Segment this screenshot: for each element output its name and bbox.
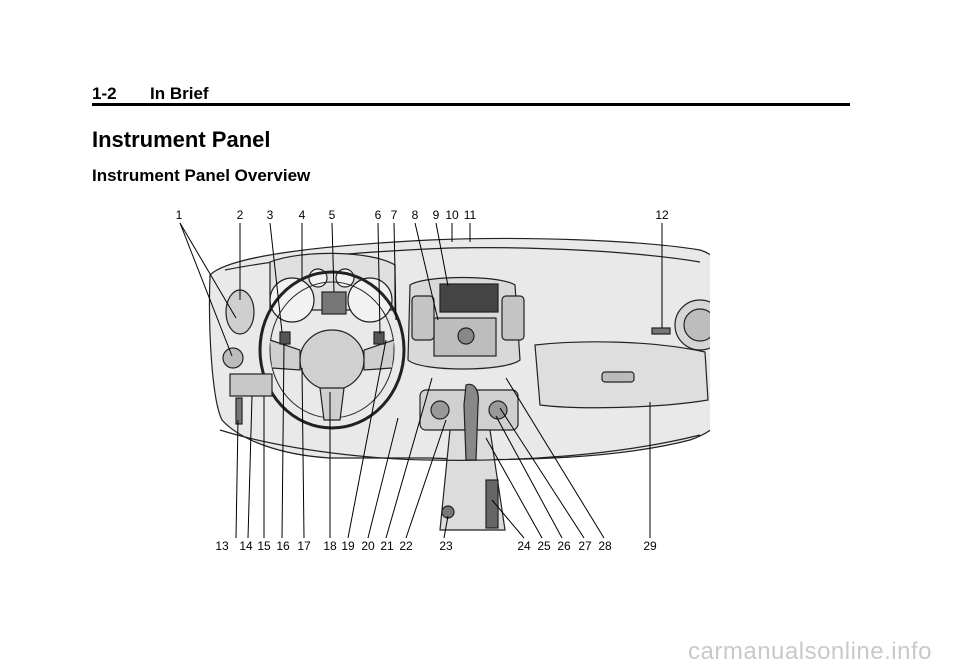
callout-26: 26 xyxy=(557,539,571,553)
right-air-vent-inner xyxy=(683,308,717,342)
steering-wheel-rim xyxy=(258,270,406,430)
callout-5: 5 xyxy=(329,208,336,222)
callout-4: 4 xyxy=(299,208,306,222)
callout-9: 9 xyxy=(433,208,440,222)
callout-8: 8 xyxy=(412,208,419,222)
glove-box-handle xyxy=(601,371,635,383)
callout-6: 6 xyxy=(375,208,382,222)
steering-controls-right xyxy=(373,331,385,345)
callout-7: 7 xyxy=(391,208,398,222)
callout-21: 21 xyxy=(380,539,394,553)
callout-23: 23 xyxy=(439,539,453,553)
steering-wheel-spoke-left xyxy=(269,339,301,371)
header-rule xyxy=(92,103,850,106)
climate-knob-right xyxy=(488,400,508,420)
callout-19: 19 xyxy=(341,539,355,553)
callout-14: 14 xyxy=(239,539,253,553)
lower-left-switch-panel xyxy=(229,373,273,397)
hood-release xyxy=(235,397,243,425)
passenger-airbag-indicator xyxy=(651,327,671,335)
callout-28: 28 xyxy=(598,539,612,553)
infotainment-display xyxy=(439,283,499,313)
steering-controls-left xyxy=(279,331,291,345)
parking-brake xyxy=(485,479,499,529)
page-title: Instrument Panel xyxy=(92,127,271,152)
callout-18: 18 xyxy=(323,539,337,553)
callout-15: 15 xyxy=(257,539,271,553)
steering-wheel-spoke-bottom xyxy=(319,387,345,421)
callout-20: 20 xyxy=(361,539,375,553)
center-vent-right xyxy=(501,295,525,341)
leader-lines xyxy=(179,222,663,539)
callout-16: 16 xyxy=(276,539,290,553)
page-subtitle: Instrument Panel Overview xyxy=(92,166,311,185)
callout-24: 24 xyxy=(517,539,531,553)
callout-12: 12 xyxy=(655,208,669,222)
radio-knob xyxy=(457,327,475,345)
callout-3: 3 xyxy=(267,208,274,222)
watermark: carmanualsonline.info xyxy=(688,638,932,665)
steering-wheel-spoke-right xyxy=(363,339,395,371)
headlamp-switch xyxy=(222,347,244,369)
callout-22: 22 xyxy=(399,539,413,553)
steering-wheel-hub xyxy=(299,329,365,391)
callout-13: 13 xyxy=(215,539,229,553)
callout-10: 10 xyxy=(445,208,459,222)
callout-1: 1 xyxy=(176,208,183,222)
center-vent-left xyxy=(411,295,435,341)
page-header: 1-2 In Brief xyxy=(92,84,850,106)
callout-11: 11 xyxy=(464,208,477,222)
callout-27: 27 xyxy=(578,539,592,553)
page-number: 1-2 xyxy=(92,84,117,103)
callout-29: 29 xyxy=(643,539,657,553)
section-name: In Brief xyxy=(150,84,209,103)
gear-shifter xyxy=(463,383,479,461)
callout-25: 25 xyxy=(537,539,551,553)
climate-knob-left xyxy=(430,400,450,420)
instrument-panel-illustration: 1 2 3 4 5 6 7 8 9 10 11 12 13 14 15 16 1… xyxy=(150,205,736,555)
driver-info-center xyxy=(321,291,347,315)
callout-2: 2 xyxy=(237,208,244,222)
callout-17: 17 xyxy=(297,539,311,553)
